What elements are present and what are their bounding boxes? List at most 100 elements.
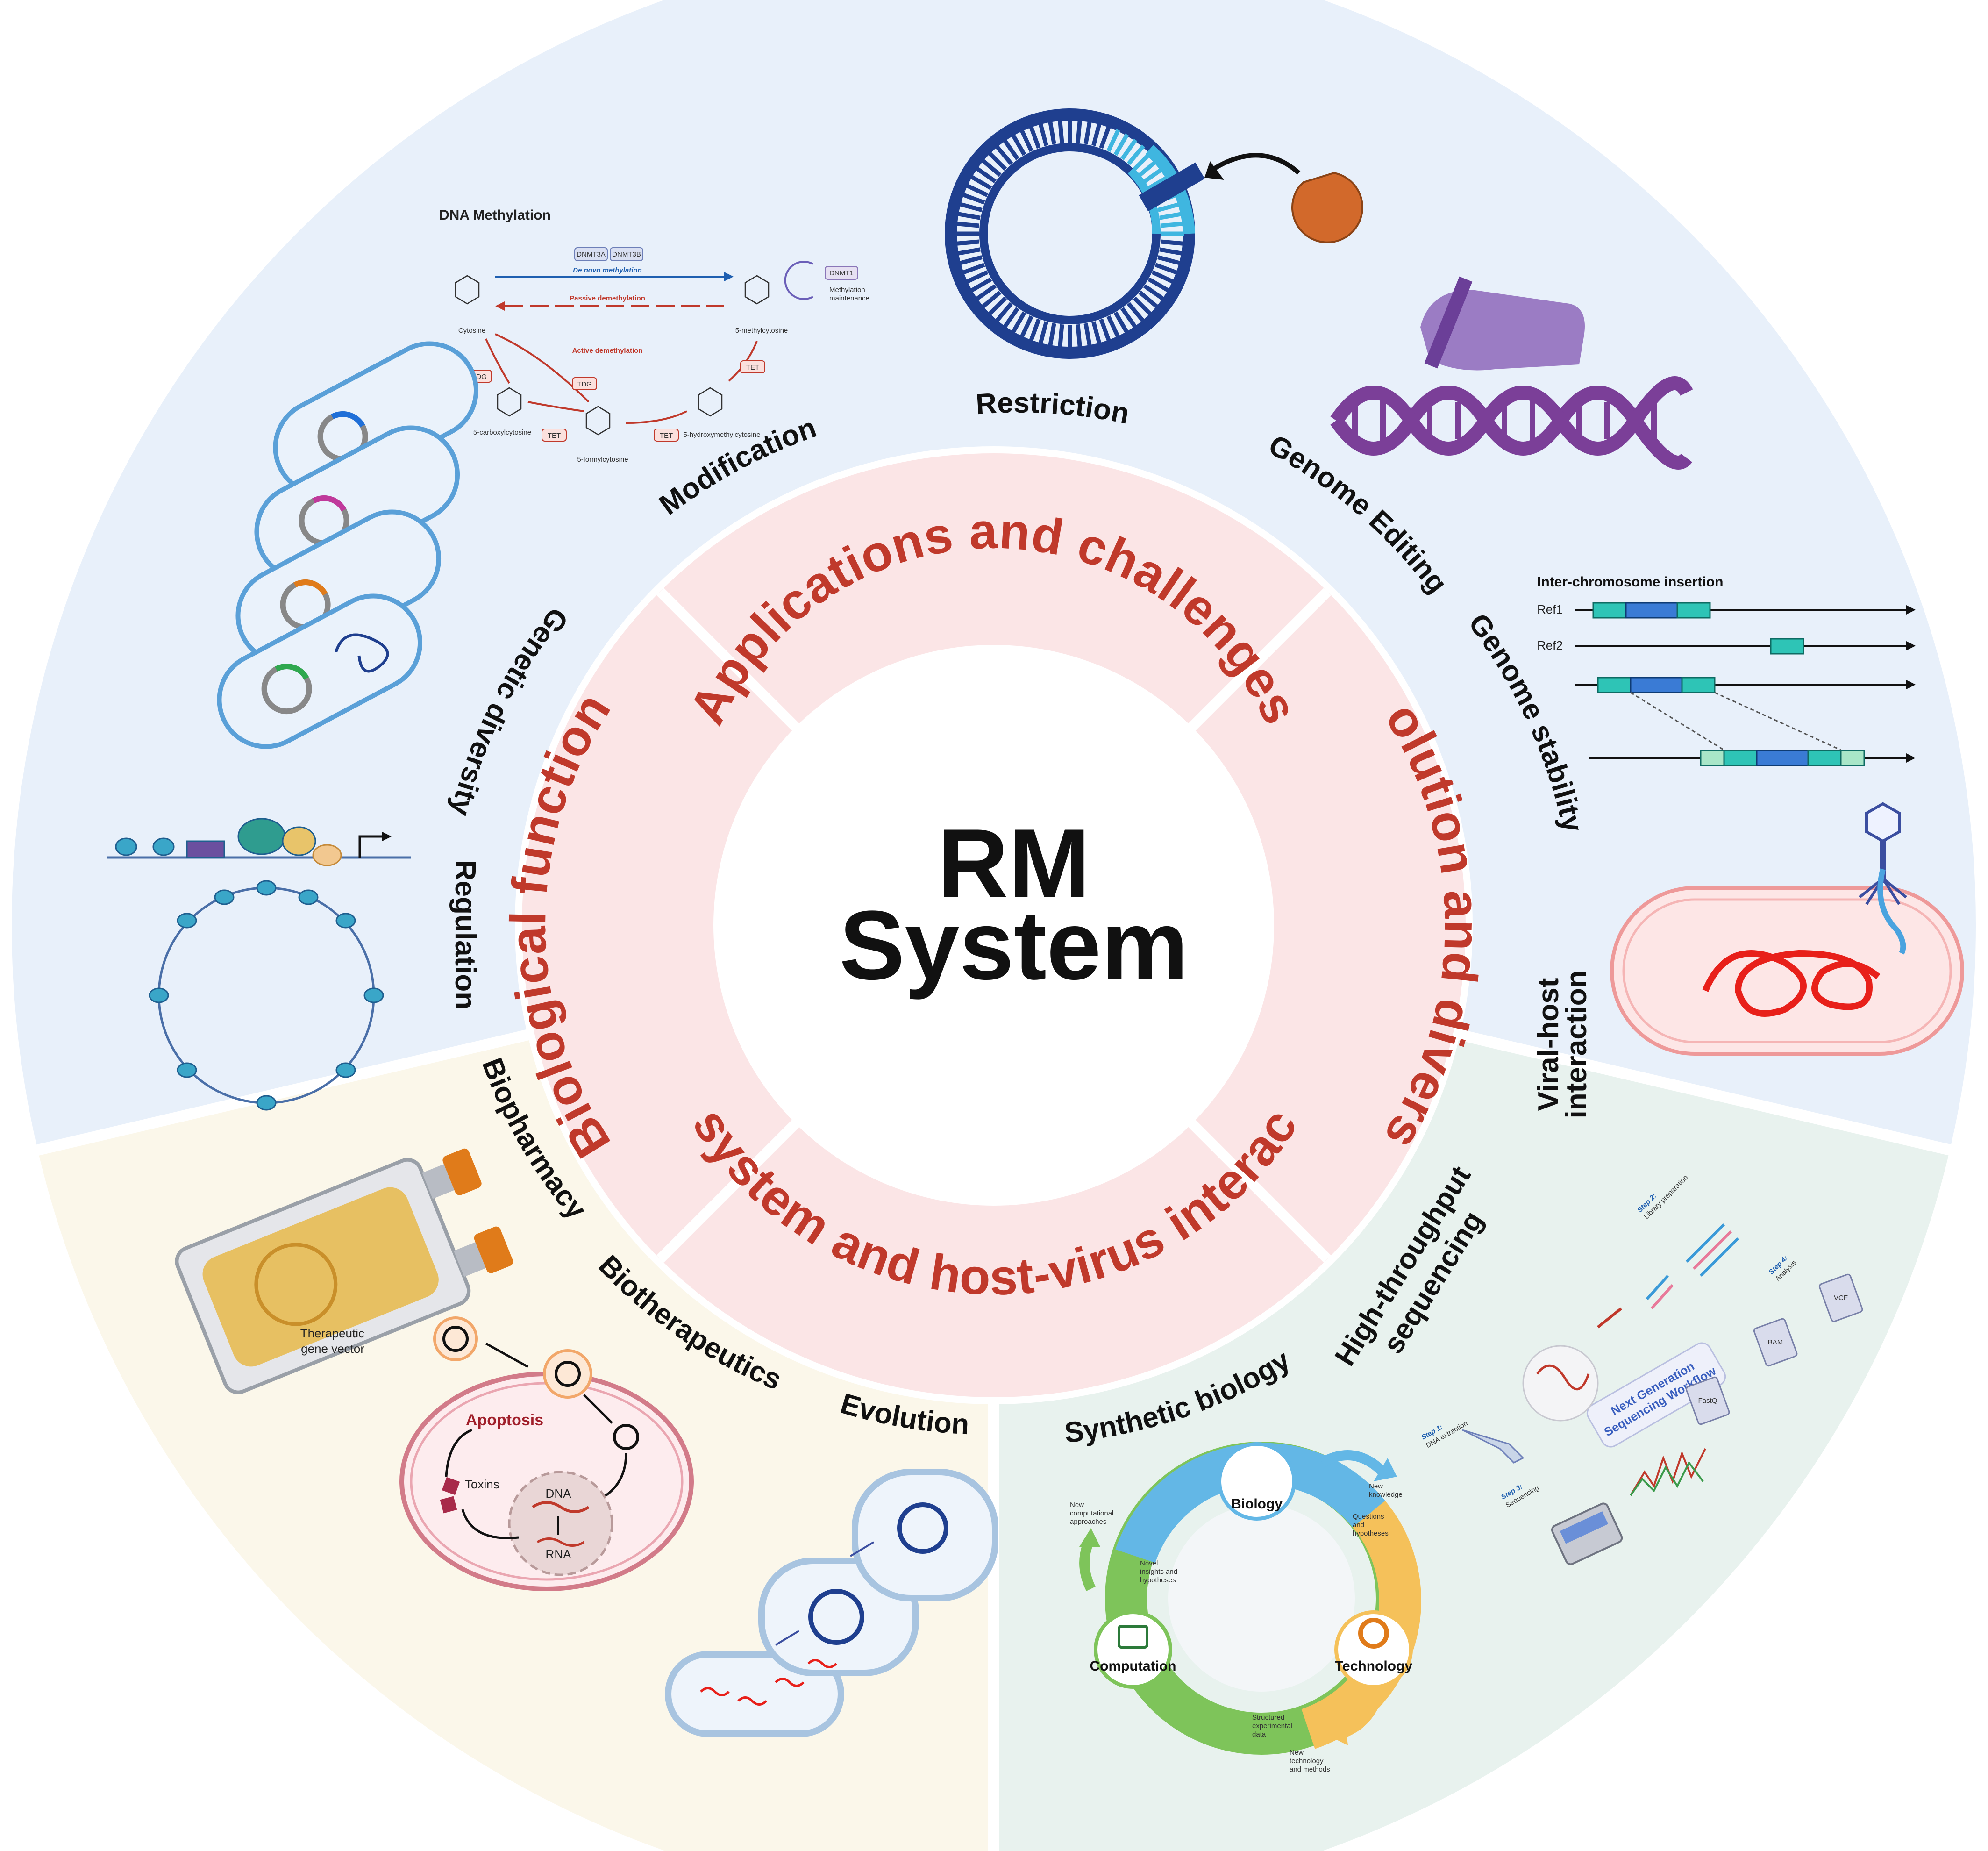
plasmid-rung bbox=[1157, 202, 1181, 212]
evolution-illustration bbox=[665, 1469, 998, 1737]
label-viral-host-1: Viral-host bbox=[1532, 978, 1565, 1111]
plasmid-rung bbox=[1113, 311, 1129, 334]
questions-label-3: hypotheses bbox=[1353, 1529, 1389, 1537]
sequencer-icon bbox=[1551, 1502, 1623, 1565]
file-icons: FastQ BAM VCF bbox=[1685, 1273, 1863, 1425]
dnmt1-badge: DNMT1 bbox=[829, 269, 854, 277]
tet-badge-2: TET bbox=[660, 432, 673, 440]
dna-label: DNA bbox=[546, 1487, 572, 1501]
label-regulation: Regulation bbox=[449, 860, 481, 1009]
fc-label: 5-formylcytosine bbox=[577, 456, 628, 464]
biopharmacy-illustration bbox=[175, 1148, 513, 1394]
genome-editing-illustration bbox=[1330, 276, 1693, 470]
plasmid-rung bbox=[1099, 125, 1112, 149]
plasmid-rung bbox=[995, 302, 1013, 323]
plasmid-rung bbox=[1099, 318, 1112, 342]
tet-badge-1: TET bbox=[746, 364, 759, 372]
newcomp-label-2: computational bbox=[1070, 1509, 1113, 1517]
bam-label: BAM bbox=[1768, 1338, 1783, 1346]
plasmid-rung bbox=[1011, 133, 1026, 156]
newtech-label-2: technology bbox=[1290, 1757, 1324, 1765]
hand-icon bbox=[1420, 290, 1585, 371]
plasmid-rung bbox=[1083, 120, 1092, 144]
newtech-label-1: New bbox=[1290, 1749, 1304, 1757]
plasmid-rung bbox=[1106, 129, 1120, 152]
phage-icon bbox=[1865, 802, 1901, 843]
plasmid-rung bbox=[975, 166, 997, 183]
plasmid-rung bbox=[965, 270, 989, 284]
dna-methylation-panel: DNA Methylation DNMT3A DNMT3B De novo me… bbox=[439, 207, 869, 464]
plasmid-rung bbox=[956, 247, 981, 256]
bag-cap-icon bbox=[442, 1148, 482, 1195]
hmc-label: 5-hydroxymethylcytosine bbox=[683, 431, 760, 439]
mc-label: 5-methylcytosine bbox=[735, 327, 788, 335]
plasmid-rung bbox=[1048, 120, 1056, 144]
section-ring bbox=[515, 446, 1473, 1404]
computation-label: Computation bbox=[1090, 1658, 1176, 1674]
plasmid-rung bbox=[1126, 302, 1145, 323]
computation-node bbox=[1094, 1610, 1172, 1689]
novel-label-3: hypotheses bbox=[1140, 1576, 1176, 1584]
plasmid-rung bbox=[1157, 255, 1181, 265]
plasmid-rung bbox=[981, 290, 1002, 309]
gear-icon bbox=[1358, 1618, 1389, 1649]
plasmid-rung bbox=[1120, 307, 1138, 329]
plasmid-rung bbox=[1011, 311, 1026, 334]
restriction-plasmid-illustration bbox=[945, 108, 1363, 359]
genome-stability-illustration: Inter-chromosome insertion Ref1 Ref2 bbox=[1537, 574, 1916, 766]
plasmid-rung bbox=[959, 202, 983, 212]
ref2-label: Ref2 bbox=[1537, 638, 1563, 652]
tdg-badge-2: TDG bbox=[577, 380, 592, 388]
plasmid-rung bbox=[1159, 247, 1183, 256]
plasmid-rung bbox=[1138, 290, 1159, 309]
plasmid-rung bbox=[1120, 138, 1138, 160]
plasmid-rung bbox=[962, 192, 985, 205]
plasmid-rung bbox=[987, 296, 1007, 316]
plasmid-rung bbox=[956, 212, 981, 220]
plasmid-rung bbox=[969, 277, 992, 293]
plasmid-rung bbox=[1091, 321, 1102, 345]
plasmid-rung bbox=[969, 174, 992, 190]
plasmid-rung bbox=[1038, 321, 1048, 345]
plasmid-rung bbox=[1160, 239, 1184, 246]
plasmid-rung bbox=[1133, 296, 1153, 316]
biology-node bbox=[1218, 1442, 1296, 1521]
regulation-illustration bbox=[107, 818, 411, 1111]
vector-label-1: Therapeutic bbox=[300, 1326, 364, 1340]
plasmid-rung bbox=[965, 183, 989, 197]
plasmid-rung bbox=[1151, 270, 1175, 284]
insertion-title: Inter-chromosome insertion bbox=[1537, 574, 1723, 590]
plasmid-rung bbox=[1076, 324, 1082, 348]
plasmid-rung bbox=[1143, 284, 1165, 301]
plasmid-rung bbox=[995, 144, 1013, 165]
plasmid-rung bbox=[1038, 122, 1048, 146]
plasmid-rung bbox=[1083, 323, 1092, 347]
novel-label-1: Novel bbox=[1140, 1559, 1158, 1567]
plasmid-rung bbox=[1002, 307, 1019, 329]
maintenance-label-2: maintenance bbox=[829, 294, 869, 302]
technology-label: Technology bbox=[1335, 1658, 1412, 1674]
plasmid-rung bbox=[955, 222, 980, 228]
plasmid-rung bbox=[1147, 174, 1170, 190]
genetic-diversity-illustration bbox=[217, 341, 479, 749]
plasmid-rung bbox=[1126, 144, 1145, 165]
plasmid-rung bbox=[1160, 222, 1184, 228]
vcf-label: VCF bbox=[1834, 1294, 1848, 1302]
passive-label: Passive demethylation bbox=[570, 294, 645, 302]
apoptosis-label: Apoptosis bbox=[466, 1411, 543, 1429]
plasmid-rung bbox=[962, 263, 985, 275]
de-novo-label: De novo methylation bbox=[573, 266, 642, 274]
plasmid-rung bbox=[955, 239, 980, 246]
plasmid-rung bbox=[987, 151, 1007, 171]
structured-label-3: data bbox=[1252, 1730, 1266, 1738]
plasmid-rung bbox=[981, 158, 1002, 177]
plasmid-rung bbox=[975, 284, 997, 301]
dnmt3a-badge: DNMT3A bbox=[577, 250, 606, 258]
technology-node bbox=[1334, 1610, 1413, 1689]
computer-icon bbox=[1118, 1625, 1148, 1649]
newtech-label-3: and methods bbox=[1290, 1765, 1330, 1773]
maintenance-label-1: Methylation bbox=[829, 286, 865, 294]
ref1-label: Ref1 bbox=[1537, 602, 1563, 616]
toxins-label: Toxins bbox=[465, 1477, 499, 1491]
